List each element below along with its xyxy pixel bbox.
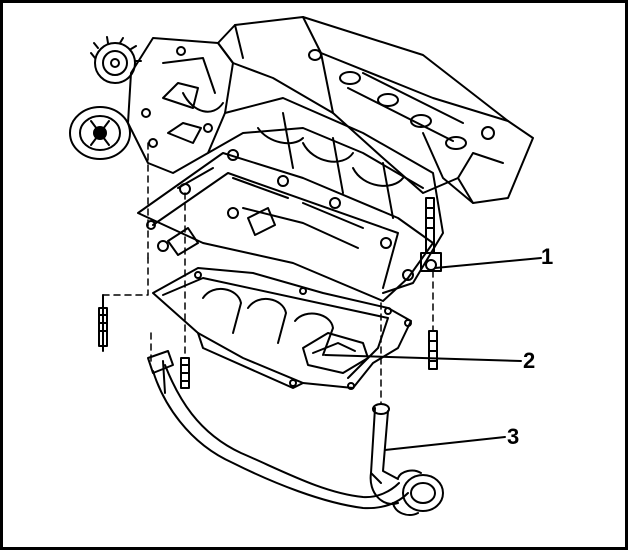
oil-pan	[152, 267, 412, 390]
callout-2: 2	[523, 348, 536, 373]
crank-pulley-icon	[69, 106, 131, 160]
mounting-studs	[98, 197, 442, 389]
alignment-dashes	[102, 142, 434, 404]
engine-oil-pan-diagram	[69, 16, 542, 516]
engine-block	[69, 16, 534, 294]
leader-1	[434, 257, 542, 269]
main-bearing-frame	[137, 149, 437, 302]
leader-3	[384, 436, 506, 451]
callout-1: 1	[541, 244, 554, 269]
cam-pulley-icon	[90, 36, 142, 84]
leader-2	[324, 354, 522, 362]
leader-lines	[324, 257, 542, 451]
oil-pickup-pipe	[147, 350, 444, 516]
callout-3: 3	[507, 424, 520, 449]
